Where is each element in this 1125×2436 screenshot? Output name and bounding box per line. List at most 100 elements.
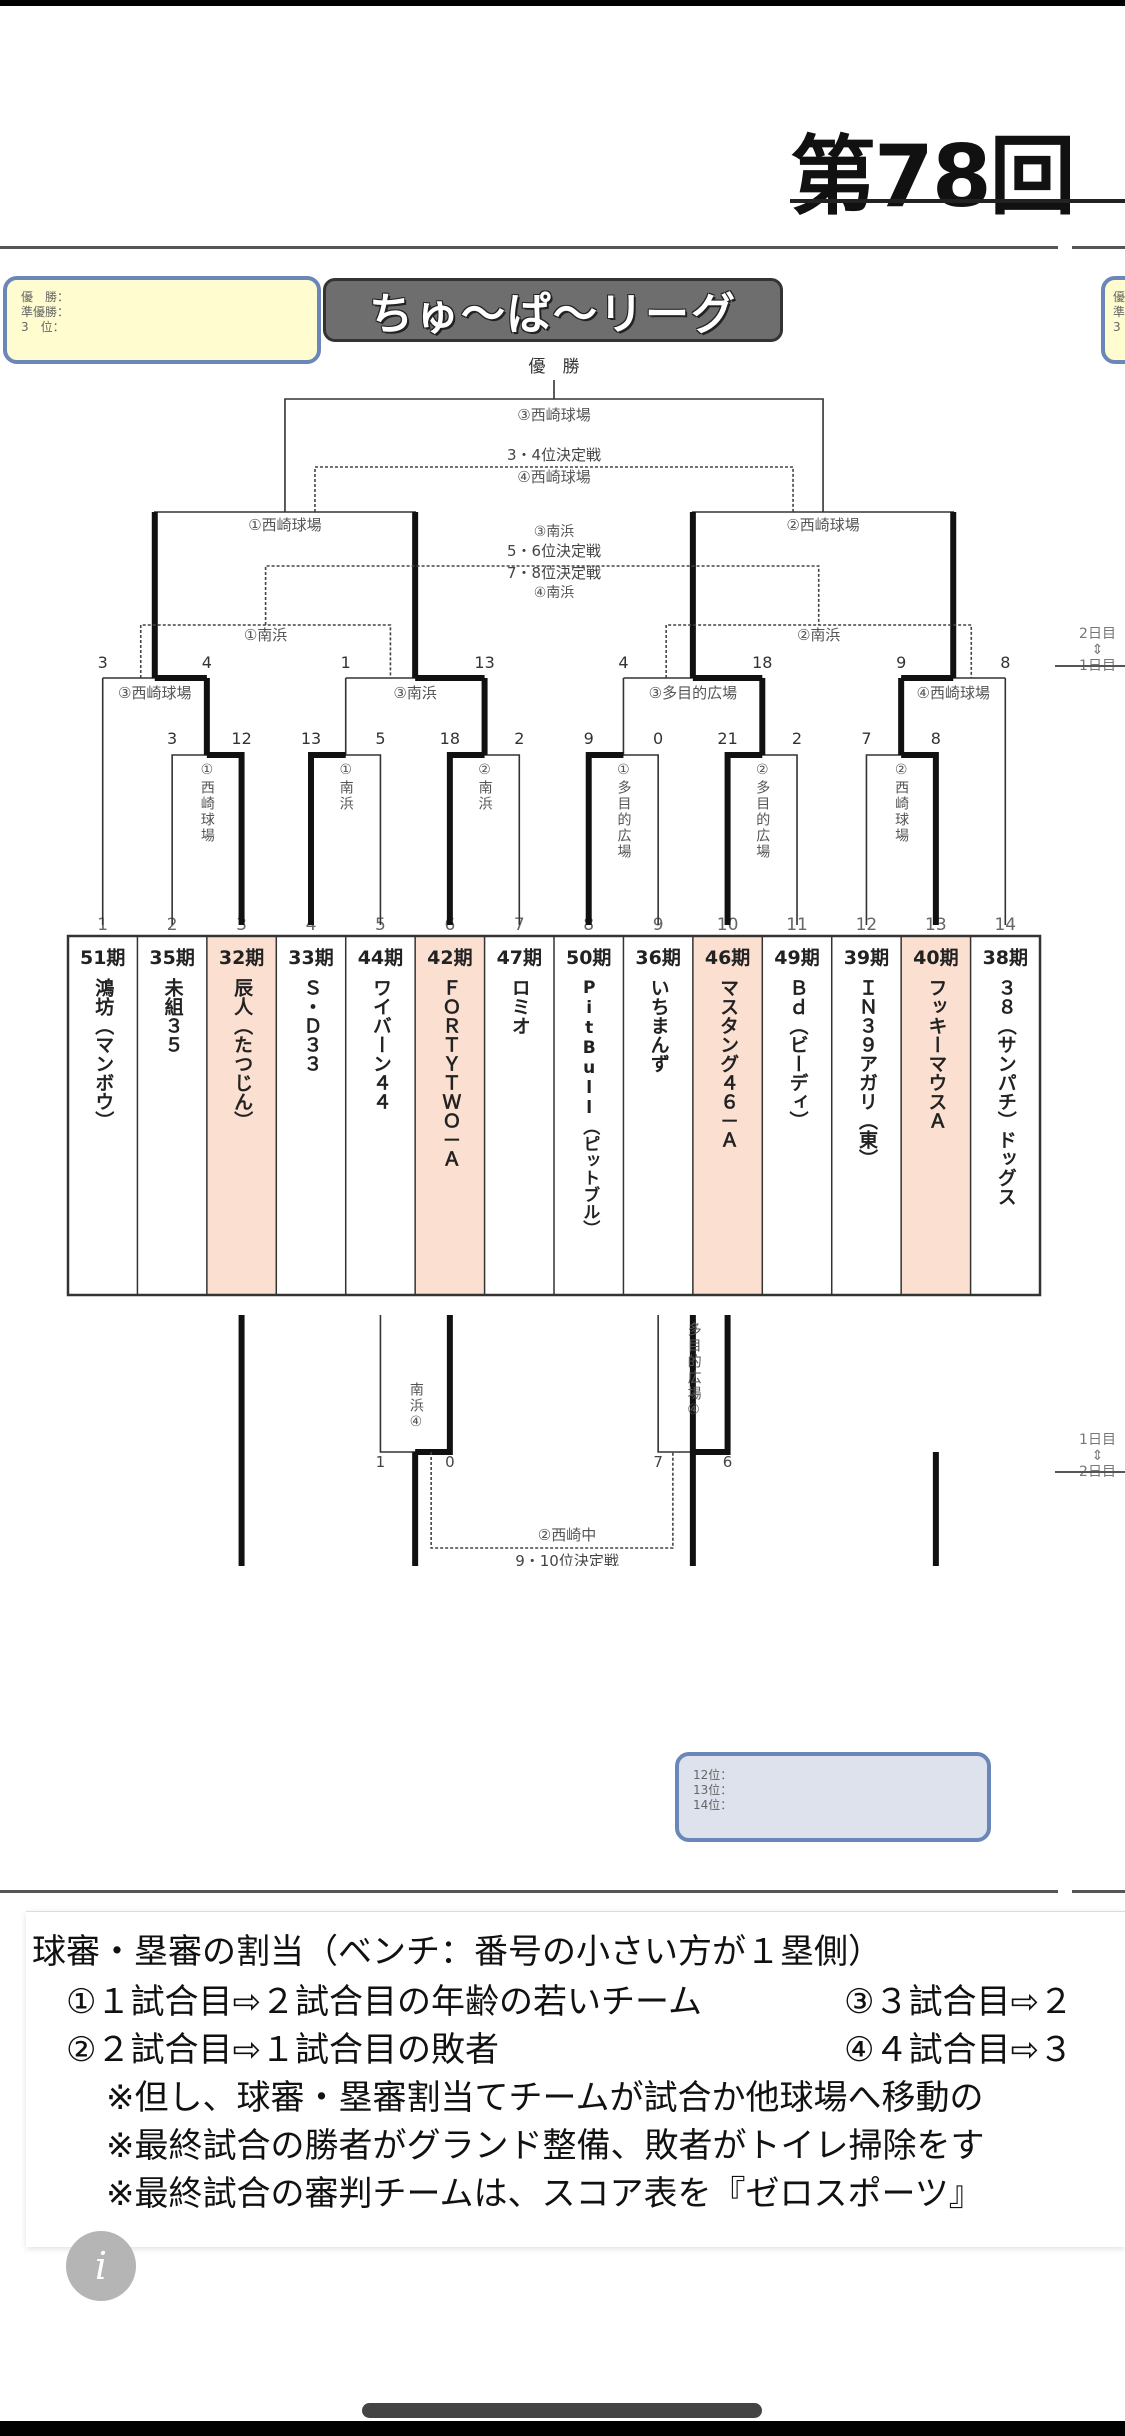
note-1: ※但し、球審・塁審割当てチームが試合か他球場へ移動の — [106, 2078, 984, 2118]
team-name: ＦＯＲＴＹＴＷＯ－Ａ — [439, 978, 462, 1168]
team-name: フッキーマウスＡ — [925, 978, 948, 1130]
rule-1: ①１試合目⇨２試合目の年齢の若いチーム — [66, 1982, 702, 2022]
fifth-place-venue: ③南浜 — [534, 524, 575, 540]
result-winner-line: 優 勝： — [21, 290, 70, 304]
bottom-results-box: 12位： 13位： 14位： — [675, 1752, 991, 1842]
match-venue: ①多目的広場 — [615, 762, 632, 860]
final-venue: ③西崎球場 — [517, 406, 590, 424]
match-venue: ②西崎球場 — [893, 762, 910, 844]
team-term: 44期 — [358, 947, 403, 969]
team-table-layer: 151期235期332期433期544期642期747期850期936期1046… — [66, 915, 1042, 1297]
match-score: 7 — [653, 1453, 663, 1471]
info-icon: i — [94, 2244, 108, 2288]
team-term: 32期 — [219, 947, 264, 969]
match-venue: ③南浜 — [393, 684, 436, 702]
seventh-place-venue: ④南浜 — [534, 585, 575, 601]
status-bar-edge — [0, 0, 1125, 6]
notes-rule-right — [1072, 1890, 1125, 1893]
third-place-venue: ④西崎球場 — [517, 468, 590, 486]
day-divider — [1055, 1471, 1125, 1473]
team-cell-highlight — [692, 936, 763, 1295]
ninth-place-venue: ②西崎中 — [538, 1526, 596, 1544]
bracket-winner-lines — [151, 512, 957, 1566]
match-score: 3 — [167, 729, 177, 748]
bracket-line — [153, 511, 416, 678]
team-name: 未組３５ — [161, 978, 184, 1054]
match-score: 8 — [931, 729, 941, 748]
match-score: 1 — [341, 653, 351, 672]
team-term: 50期 — [566, 947, 611, 969]
match-score: 0 — [653, 729, 663, 748]
match-score: 9 — [896, 653, 906, 672]
result-line: 準 — [1113, 305, 1125, 319]
seventh-place-label: 7・8位決定戦 — [507, 564, 601, 582]
match-score: 13 — [474, 653, 494, 672]
day-label: 2日目 — [1079, 626, 1116, 642]
team-term: 38期 — [983, 947, 1028, 969]
title-underline — [790, 199, 1125, 203]
third-place-label: 3・4位決定戦 — [507, 446, 601, 464]
consolation-venue: ①南浜 — [244, 626, 287, 644]
bracket-line — [415, 1315, 453, 1455]
team-cell-highlight — [206, 936, 277, 1295]
match-score: 5 — [375, 729, 385, 748]
bracket-line — [308, 752, 346, 925]
dashed-bracket-line — [264, 565, 820, 625]
match-score: 18 — [752, 653, 772, 672]
result-line: 3 — [1113, 320, 1121, 334]
league-name-badge: ちゅ～ぱ～リーグ — [323, 278, 783, 342]
rule-2: ②２試合目⇨１試合目の敗者 — [66, 2030, 499, 2070]
match-score: 2 — [514, 729, 524, 748]
match-score: 4 — [618, 653, 628, 672]
home-indicator[interactable] — [362, 2403, 762, 2418]
match-score: 3 — [98, 653, 108, 672]
result-12th-line: 12位： — [693, 1768, 733, 1782]
info-button[interactable]: i — [66, 2231, 136, 2301]
notes-rule — [0, 1890, 1058, 1893]
bracket-line — [585, 752, 624, 925]
match-venue: ②多目的広場 — [754, 762, 771, 860]
bracket-line — [240, 1315, 416, 1566]
match-score: 12 — [231, 729, 251, 748]
match-score: 2 — [792, 729, 802, 748]
team-term: 36期 — [635, 947, 680, 969]
note-2: ※最終試合の勝者がグランド整備、敗者がトイレ掃除をす — [106, 2126, 985, 2166]
team-name: Ｓ・Ｄ３３ — [300, 978, 323, 1073]
match-venue: ②西崎球場 — [786, 516, 859, 534]
team-cell-highlight — [415, 936, 485, 1295]
champion-label: 優 勝 — [529, 357, 580, 377]
result-third-line: 3 位： — [21, 320, 65, 334]
match-score: 7 — [861, 729, 871, 748]
match-score: 4 — [202, 653, 212, 672]
team-name: PitBull（ピットブル） — [579, 978, 600, 1237]
match-venue: 南浜④ — [407, 1382, 424, 1432]
league-name: ちゅ～ぱ～リーグ — [369, 289, 737, 340]
match-score: 0 — [445, 1453, 455, 1471]
team-table-border — [66, 934, 1042, 1297]
match-score: 18 — [440, 729, 460, 748]
bracket-line — [692, 1315, 731, 1455]
match-score: 6 — [723, 1453, 733, 1471]
bracket-line — [901, 752, 939, 925]
bracket-line — [724, 752, 763, 925]
bracket-line — [692, 511, 955, 678]
bracket-line — [206, 752, 245, 925]
match-score: 1 — [376, 1453, 386, 1471]
top-results-box: 優 勝： 準優勝： 3 位： — [3, 276, 321, 364]
umpire-assignment-notes: 球審・塁審の割当（ベンチ：番号の小さい方が１塁側） ①１試合目⇨２試合目の年齢の… — [26, 1911, 1125, 2247]
match-venue: ①南浜 — [337, 762, 354, 812]
team-term: 40期 — [913, 947, 958, 969]
match-score: 13 — [301, 729, 321, 748]
team-term: 42期 — [427, 947, 472, 969]
header-rule-right — [1072, 246, 1125, 249]
bracket-line — [446, 752, 485, 925]
page-title: 第78回 — [790, 127, 1076, 227]
team-term: 39期 — [844, 947, 889, 969]
team-name: マスタング４６－Ａ — [717, 978, 740, 1149]
team-term: 49期 — [774, 947, 819, 969]
team-cell-highlight — [901, 936, 971, 1295]
rule-4: ④４試合目⇨３ — [844, 2030, 1073, 2070]
match-venue: ④西崎球場 — [917, 684, 990, 702]
bracket-placement-lines — [139, 466, 973, 1549]
